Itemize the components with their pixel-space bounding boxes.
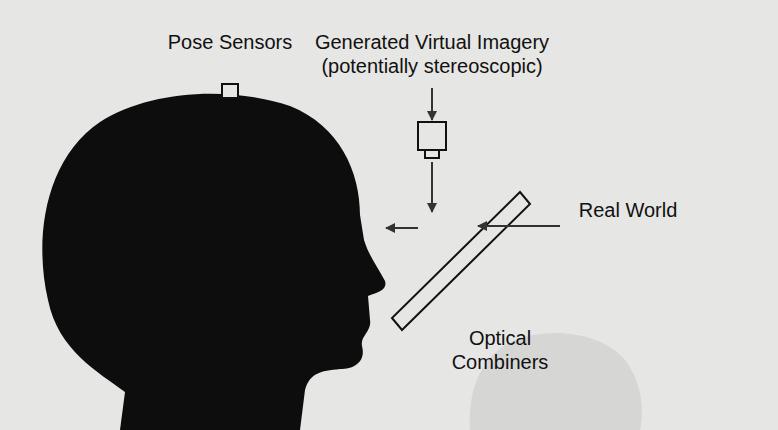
eye-arrow (386, 227, 418, 229)
imagery-arrow-down (431, 162, 433, 212)
combiner-label: Optical Combiners (445, 326, 555, 374)
imagery-arrow-in (431, 88, 433, 120)
real-world-arrow (478, 225, 560, 227)
pose-sensor (222, 84, 238, 98)
imagery-label: Generated Virtual Imagery (potentially s… (301, 30, 563, 78)
real-world-label: Real World (579, 198, 678, 222)
display-lens (425, 150, 439, 158)
display-unit (418, 122, 446, 150)
optical-combiner (392, 192, 530, 330)
head-silhouette (42, 94, 385, 430)
sensor-label: Pose Sensors (168, 30, 293, 54)
